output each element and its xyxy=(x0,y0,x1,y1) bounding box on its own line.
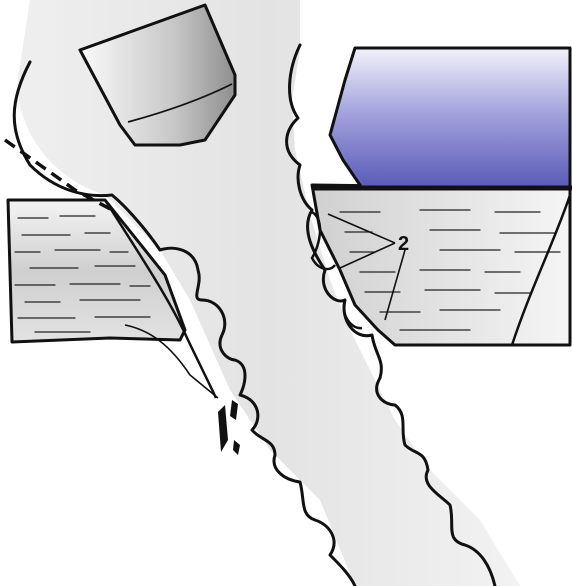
callout-label-2: 2 xyxy=(398,233,409,255)
workpiece-block-right xyxy=(312,185,570,345)
chip-fragments xyxy=(218,400,240,455)
cutting-tool-right xyxy=(330,48,570,188)
